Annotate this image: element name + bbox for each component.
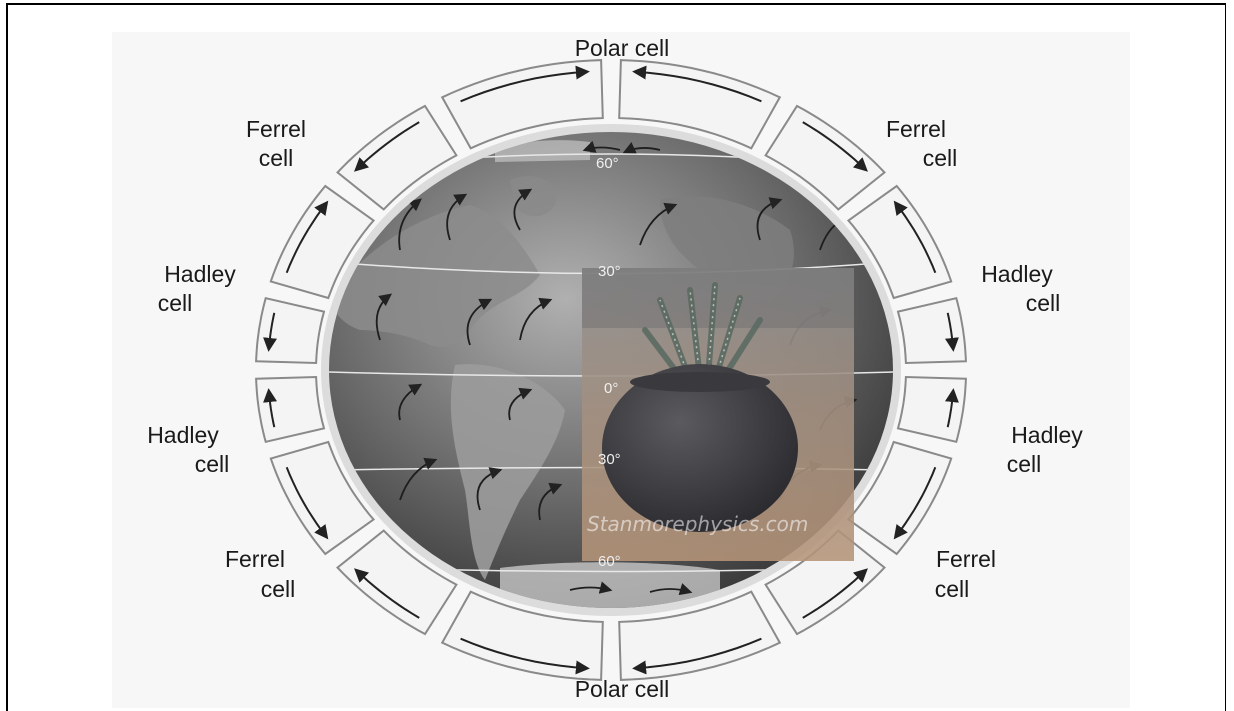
label-ferrel-nw-line2: cell bbox=[259, 145, 294, 171]
label-ferrel-sw-line2: cell bbox=[261, 576, 296, 602]
potted-plant-image: Stanmorephysics.com bbox=[582, 268, 854, 561]
label-ferrel-ne-line2: cell bbox=[923, 145, 958, 171]
latitude-label-60n: 60° bbox=[596, 155, 619, 172]
label-hadley-sw-line1: Hadley bbox=[147, 422, 219, 448]
label-hadley-nw-line1: Hadley bbox=[164, 261, 236, 287]
label-ferrel-sw-line1: Ferrel bbox=[225, 546, 285, 572]
label-polar-cell-top: Polar cell bbox=[575, 35, 670, 61]
label-hadley-sw-line2: cell bbox=[195, 451, 230, 477]
label-hadley-nw-line2: cell bbox=[158, 290, 193, 316]
label-ferrel-se-line1: Ferrel bbox=[936, 546, 996, 572]
label-polar-cell-bottom: Polar cell bbox=[575, 676, 670, 702]
label-ferrel-ne-line1: Ferrel bbox=[886, 116, 946, 142]
latitude-label-equator: 0° bbox=[604, 380, 618, 397]
latitude-label-60s: 60° bbox=[598, 553, 621, 570]
latitude-label-30n: 30° bbox=[598, 263, 621, 280]
label-hadley-se-line1: Hadley bbox=[1011, 422, 1083, 448]
label-ferrel-nw-line1: Ferrel bbox=[246, 116, 306, 142]
latitude-label-30s: 30° bbox=[598, 451, 621, 468]
label-hadley-ne-line1: Hadley bbox=[981, 261, 1053, 287]
label-hadley-se-line2: cell bbox=[1007, 451, 1042, 477]
label-hadley-ne-line2: cell bbox=[1026, 290, 1061, 316]
watermark-text: Stanmorephysics.com bbox=[587, 512, 808, 536]
label-ferrel-se-line2: cell bbox=[935, 576, 970, 602]
